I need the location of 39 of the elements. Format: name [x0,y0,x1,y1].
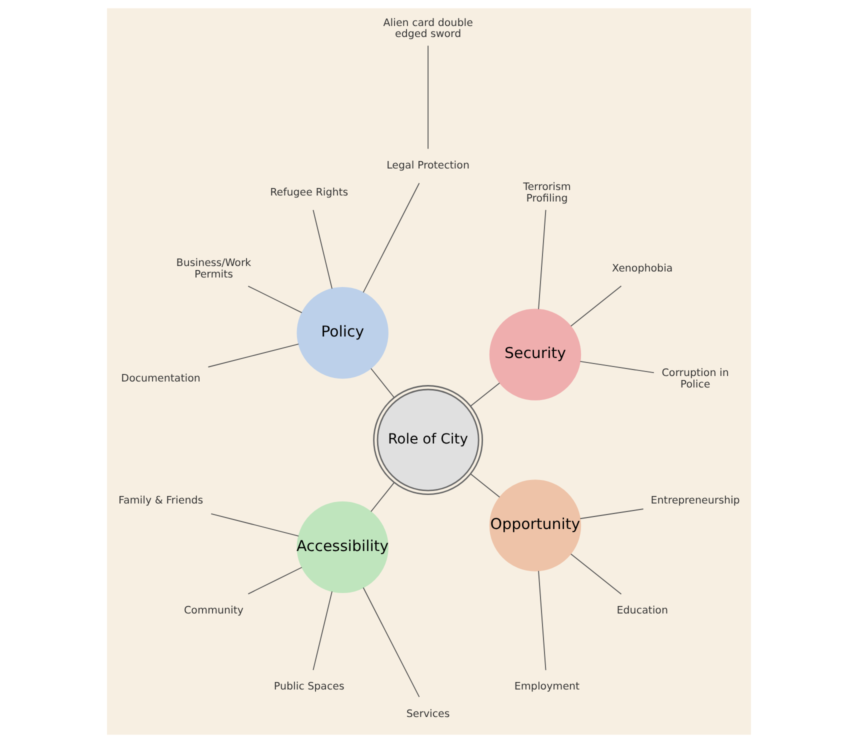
connector [579,508,644,520]
node-text: Legal Protection [386,160,469,172]
node-text: Community [183,604,243,617]
connector [210,513,299,536]
node-text: Public Spaces [273,680,344,693]
connector [207,344,299,368]
node-text: Family & Friends [118,494,203,507]
node-text: Business/Work Permits [176,257,251,280]
node-circle: Security [488,308,581,400]
node-text: Corruption in Police [661,367,728,390]
node-text: Xenophobia [612,262,672,275]
connector [312,210,332,290]
connector [579,360,654,374]
node-text: Terrorism Profiling [522,181,570,204]
node-text: Education [616,604,668,617]
node-circle: Policy [296,287,388,379]
node-text: Employment [514,680,580,693]
connector [370,482,394,512]
node-circle: Accessibility [296,501,388,594]
connector [470,382,500,406]
node-text: Documentation [120,372,200,385]
node-circle: Role of City [372,385,483,496]
connector [570,286,622,327]
connector [362,587,420,698]
connector [362,182,420,293]
connector [312,590,332,671]
connector [570,553,622,595]
node-circle: Opportunity [488,480,581,572]
node-text: Alien card double edged sword [382,16,472,40]
node-text: Services [406,708,450,720]
connector [427,45,428,150]
connector [538,209,546,310]
connector [247,286,302,314]
connector [538,570,546,671]
connector [247,566,302,594]
connector [370,368,394,398]
node-text: Refugee Rights [270,186,348,199]
connector [470,474,500,498]
node-text: Entrepreneurship [650,494,740,507]
